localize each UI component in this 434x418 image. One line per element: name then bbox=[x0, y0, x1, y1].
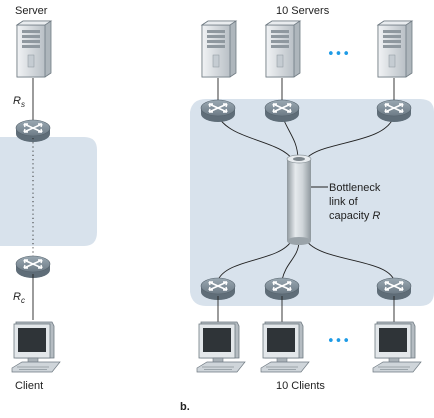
router-icon bbox=[376, 99, 412, 123]
link-router-bottleneck bbox=[217, 115, 294, 161]
client-computer-icon bbox=[372, 321, 422, 373]
server-label: Server bbox=[15, 5, 48, 17]
client-computer-icon bbox=[196, 321, 246, 373]
client-computer-icon bbox=[260, 321, 310, 373]
panel-letter: b. bbox=[180, 401, 190, 413]
bottleneck-link-cylinder bbox=[286, 154, 312, 245]
rate-client-label: Rc bbox=[13, 291, 25, 305]
link-bottleneck-router bbox=[217, 239, 293, 281]
server-icon bbox=[265, 20, 301, 78]
servers-label: 10 Servers bbox=[276, 5, 330, 17]
link-router-bottleneck bbox=[304, 115, 395, 161]
bottleneck-label-line-3: capacity R bbox=[329, 210, 380, 222]
bottleneck-label-line-1: Bottleneck bbox=[329, 182, 381, 194]
network-cloud-b bbox=[190, 99, 434, 306]
bottleneck-label-line-2: link of bbox=[329, 196, 359, 208]
link-bottleneck-router bbox=[281, 241, 300, 281]
router-icon bbox=[200, 99, 236, 123]
client-label: Client bbox=[15, 380, 43, 392]
link-bottleneck-router bbox=[305, 239, 395, 281]
server-icon bbox=[201, 20, 237, 78]
client-computer-icon bbox=[11, 321, 61, 373]
rate-server-label: Rs bbox=[13, 95, 25, 109]
router-icon bbox=[264, 99, 300, 123]
clients-label: 10 Clients bbox=[276, 380, 325, 392]
network-cloud-a bbox=[0, 137, 97, 246]
server-icon bbox=[377, 20, 413, 78]
server-icon bbox=[16, 20, 52, 78]
ellipsis-top: ••• bbox=[327, 47, 350, 62]
ellipsis-bottom: ••• bbox=[327, 334, 350, 349]
